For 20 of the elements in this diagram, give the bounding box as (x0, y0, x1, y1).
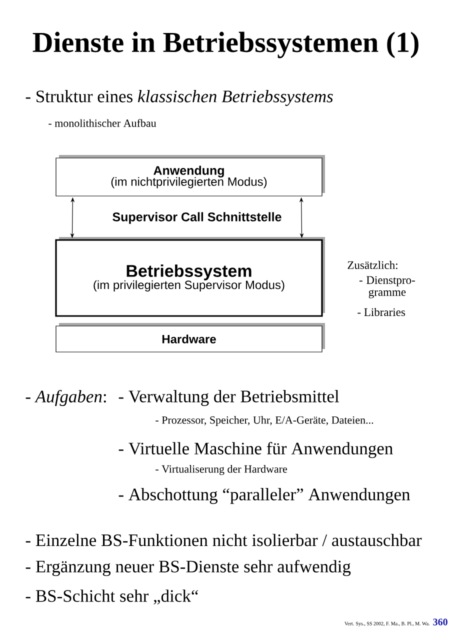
bullet-text: - Struktur eines klassischen Betriebssystems (26, 90, 333, 106)
layer-box: Hardware (56, 323, 325, 352)
bullet-text: - Virtuelle Maschine für Anwendungen (118, 442, 393, 458)
bullet-text: - Virtualiserung der Hardware (156, 465, 288, 475)
layer-box: Betriebssystem (im privilegierten Supervisor Modus) (55, 237, 325, 317)
note-heading: Zusätzlich: (348, 260, 398, 270)
page-number: 360 (433, 618, 448, 626)
interface-label: Supervisor Call Schnittstelle (112, 212, 282, 224)
layer-box: Anwendung (im nichtprivilegierten Modus) (56, 155, 325, 196)
bullet-text: - Dienstpro- gramme (359, 276, 415, 298)
bullet-text: - Prozessor, Speicher, Uhr, E/A-Geräte, Dateien... (156, 416, 374, 426)
title: Dienste in Betriebssystemen (1) (32, 32, 418, 58)
bullet-text: - BS-Schicht sehr „dick“ (26, 590, 198, 604)
bullet-text: - Verwaltung der Betriebsmittel (118, 390, 339, 406)
bullet-text: - Libraries (358, 308, 405, 316)
bullet-text: - Ergänzung neuer BS-Dienste sehr aufwendig (26, 560, 351, 576)
bullet-text: - Aufgaben: (26, 390, 106, 406)
bullet-text: - Abschottung “paralleler” Anwendungen (118, 488, 410, 504)
bullet-text: - monolithischer Aufbau (48, 119, 156, 127)
bullet-text: - Einzelne BS-Funktionen nicht isolierbar / austauschbar (26, 534, 422, 546)
